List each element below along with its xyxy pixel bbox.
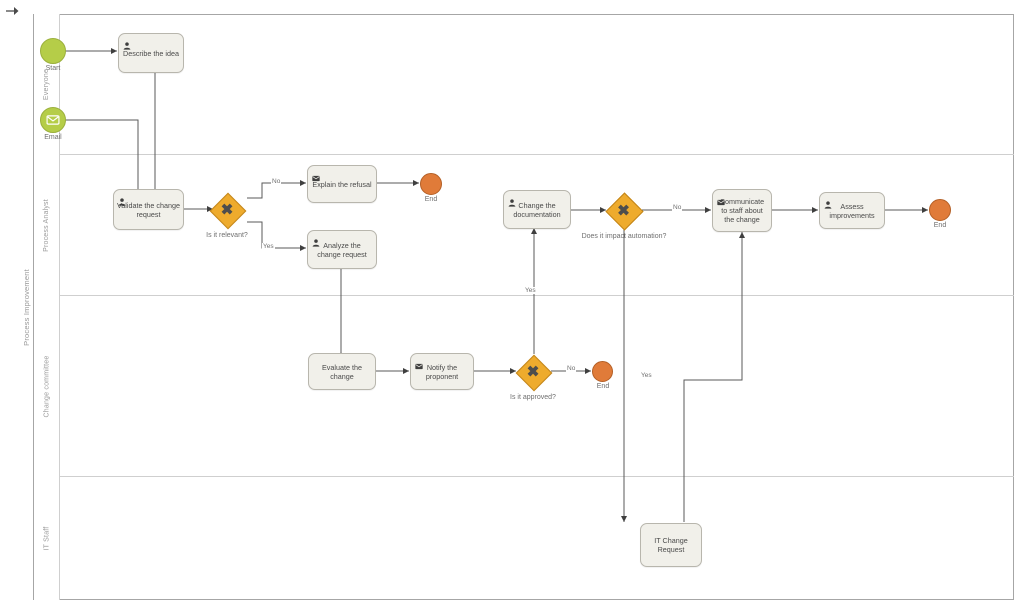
user-icon bbox=[508, 194, 516, 207]
event-label-end-refusal: End bbox=[424, 196, 438, 203]
task-label-it-change-request: IT Change Request bbox=[654, 536, 688, 554]
lane-header-process-analyst[interactable]: Process Analyst bbox=[34, 155, 60, 296]
gateway-x-icon: ✖ bbox=[526, 363, 540, 381]
lane-it-staff[interactable] bbox=[34, 477, 1014, 600]
gateway-is-approved[interactable]: ✖ bbox=[515, 354, 553, 392]
task-label-explain-refusal: Explain the refusal bbox=[312, 179, 372, 189]
flow-label-approved-no: No bbox=[566, 365, 577, 372]
task-describe-idea[interactable]: Describe the idea bbox=[118, 33, 184, 73]
task-label-analyze-change-request: Analyze the change request bbox=[317, 240, 367, 259]
lane-header-it-staff[interactable]: IT Staff bbox=[34, 477, 60, 600]
flow-label-relevant-yes: Yes bbox=[262, 243, 275, 250]
expand-arrow-icon[interactable] bbox=[5, 4, 21, 18]
task-label-notify-proponent: Notify the proponent bbox=[425, 362, 459, 381]
event-end-final[interactable] bbox=[929, 199, 951, 221]
envelope-icon bbox=[312, 169, 320, 182]
flow-label-approved-yes: Yes bbox=[524, 287, 537, 294]
task-change-documentation[interactable]: Change the documentation bbox=[503, 190, 571, 229]
lane-everyone[interactable] bbox=[34, 14, 1014, 155]
gateway-x-icon: ✖ bbox=[617, 202, 630, 219]
event-end-refusal[interactable] bbox=[420, 173, 442, 195]
event-label-end-final: End bbox=[933, 222, 947, 229]
task-evaluate-change[interactable]: Evaluate the change bbox=[308, 353, 376, 390]
flow-label-automation-no: No bbox=[672, 204, 683, 211]
flow-label-relevant-no: No bbox=[271, 178, 282, 185]
lane-header-change-committee[interactable]: Change committee bbox=[34, 296, 60, 477]
task-notify-proponent[interactable]: Notify the proponent bbox=[410, 353, 474, 390]
lane-process-analyst[interactable] bbox=[34, 155, 1014, 296]
task-label-validate-change-request: Validate the change request bbox=[117, 200, 181, 219]
event-end-not-approved[interactable] bbox=[592, 361, 613, 382]
lane-change-committee[interactable] bbox=[34, 296, 1014, 477]
pool-process-improvement[interactable] bbox=[20, 14, 1014, 600]
gateway-label-is-relevant: Is it relevant? bbox=[206, 232, 248, 239]
lane-label-change-committee: Change committee bbox=[43, 355, 51, 418]
user-icon bbox=[312, 234, 320, 247]
task-explain-refusal[interactable]: Explain the refusal bbox=[307, 165, 377, 203]
event-label-start: Start bbox=[45, 65, 61, 72]
task-it-change-request[interactable]: IT Change Request bbox=[640, 523, 702, 567]
task-analyze-change-request[interactable]: Analyze the change request bbox=[307, 230, 377, 269]
lane-label-everyone: Everyone bbox=[43, 68, 50, 101]
task-validate-change-request[interactable]: Validate the change request bbox=[113, 189, 184, 230]
lane-label-it-staff: IT Staff bbox=[42, 526, 50, 551]
gateway-x-icon: ✖ bbox=[220, 201, 234, 219]
envelope-icon bbox=[717, 193, 725, 206]
task-label-assess-improvements: Assess improvements bbox=[829, 201, 875, 220]
event-start[interactable] bbox=[40, 38, 66, 64]
envelope-icon bbox=[46, 115, 60, 125]
envelope-icon bbox=[415, 357, 423, 370]
gateway-label-impact-automation: Does it impact automation? bbox=[581, 233, 667, 240]
pool-header[interactable]: Process Improvement bbox=[20, 14, 34, 600]
event-label-end-not-approved: End bbox=[596, 383, 610, 390]
event-email-start[interactable] bbox=[40, 107, 66, 133]
task-assess-improvements[interactable]: Assess improvements bbox=[819, 192, 885, 229]
user-icon bbox=[118, 193, 126, 206]
task-communicate-staff[interactable]: Communicate to staff about the change bbox=[712, 189, 772, 232]
pool-label: Process Improvement bbox=[22, 268, 31, 346]
task-label-describe-idea: Describe the idea bbox=[123, 48, 179, 58]
task-label-evaluate-change: Evaluate the change bbox=[322, 362, 362, 381]
event-label-email: Email bbox=[44, 134, 62, 141]
gateway-label-is-approved: Is it approved? bbox=[510, 394, 556, 401]
user-icon bbox=[123, 37, 131, 50]
task-label-change-documentation: Change the documentation bbox=[513, 200, 561, 219]
lane-label-process-analyst: Process Analyst bbox=[43, 199, 50, 252]
user-icon bbox=[824, 196, 832, 209]
task-label-communicate-staff: Communicate to staff about the change bbox=[719, 197, 765, 224]
gateway-is-relevant[interactable]: ✖ bbox=[209, 192, 247, 230]
flow-label-automation-yes: Yes bbox=[640, 372, 653, 379]
gateway-impact-automation[interactable]: ✖ bbox=[605, 192, 644, 231]
